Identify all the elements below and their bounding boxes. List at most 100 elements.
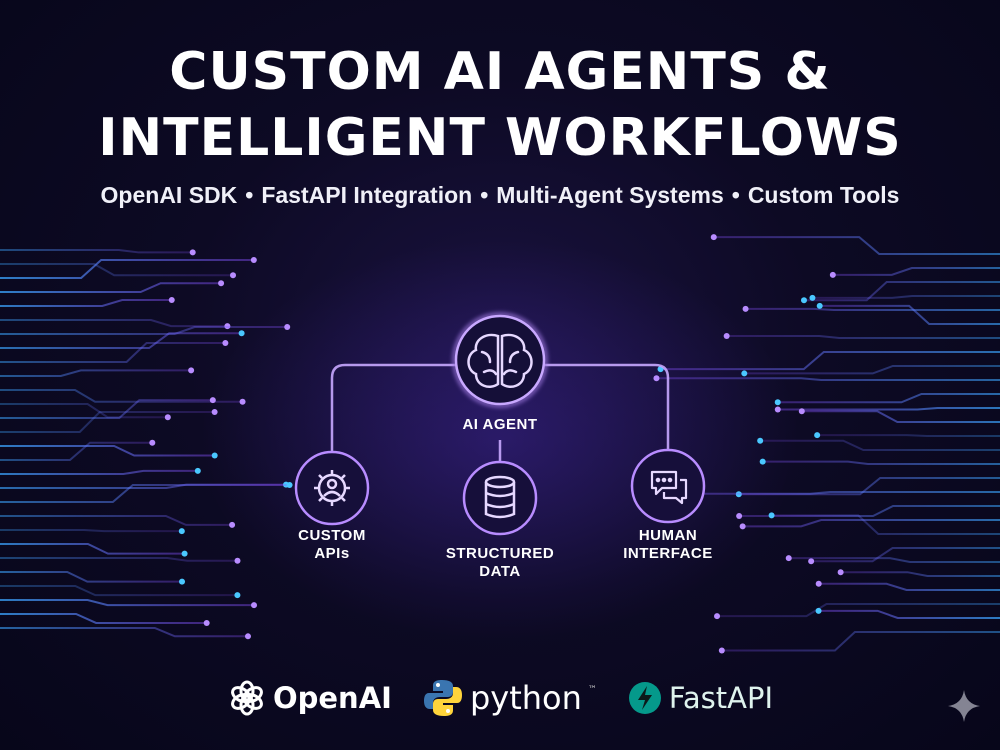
circuit-trace <box>818 582 1000 591</box>
circuit-node-dot <box>239 398 246 405</box>
fastapi-logo-icon <box>628 682 661 714</box>
circuit-trace <box>713 236 1000 255</box>
custom-apis-node <box>294 450 370 526</box>
circuit-trace <box>817 434 1000 437</box>
python-logo: python ™ <box>422 677 597 719</box>
circuit-trace <box>660 351 1000 371</box>
circuit-trace <box>0 369 192 377</box>
circuit-trace <box>777 407 1000 411</box>
circuit-trace <box>788 557 1000 563</box>
circuit-node-dot <box>808 558 815 565</box>
left-circuit-traces <box>0 249 293 640</box>
circuit-trace <box>742 519 1000 528</box>
circuit-node-dot <box>181 550 188 557</box>
subtitle-item-openai-sdk: OpenAI SDK <box>100 182 238 208</box>
circuit-node-dot <box>774 399 781 406</box>
structured-data-label-line-1: STRUCTURED <box>445 545 555 562</box>
circuit-node-dot <box>768 512 775 519</box>
circuit-trace <box>0 332 242 349</box>
circuit-node-dot <box>149 439 156 446</box>
structured-data-node <box>462 460 538 536</box>
python-trademark: ™ <box>587 685 597 695</box>
circuit-trace <box>0 613 207 624</box>
circuit-node-dot <box>218 280 225 287</box>
circuit-node-dot <box>211 409 218 416</box>
circuit-trace <box>0 389 243 403</box>
circuit-node-dot <box>798 408 805 415</box>
circuit-trace <box>0 441 153 461</box>
database-icon <box>484 475 516 519</box>
circuit-node-dot <box>837 569 844 576</box>
chat-bubbles-icon <box>650 470 688 505</box>
circuit-node-dot <box>814 432 821 439</box>
circuit-trace <box>818 609 1000 619</box>
fastapi-logo-text: FastAPI <box>668 681 774 715</box>
circuit-trace <box>803 281 1000 302</box>
diagram-connectors <box>330 363 670 462</box>
gear-icon <box>314 470 350 506</box>
circuit-trace <box>744 365 1000 375</box>
circuit-trace <box>0 571 183 583</box>
circuit-trace <box>0 403 168 419</box>
circuit-node-dot <box>178 528 185 535</box>
circuit-node-dot <box>759 458 766 465</box>
circuit-node-dot <box>809 294 816 301</box>
circuit-trace <box>0 411 215 433</box>
circuit-trace <box>771 514 1000 535</box>
circuit-trace <box>0 299 172 307</box>
ai-agent-node <box>452 312 548 408</box>
circuit-node-dot <box>286 482 293 489</box>
subtitle-item-fastapi: FastAPI Integration <box>261 182 473 208</box>
brain-icon <box>467 333 533 388</box>
structured-data-label: STRUCTURED DATA <box>420 545 580 581</box>
subtitle: OpenAI SDK • FastAPI Integration • Multi-Age… <box>0 182 1000 209</box>
subtitle-separator: • <box>480 182 489 208</box>
circuit-trace <box>0 543 185 555</box>
circuit-node-dot <box>757 437 764 444</box>
circuit-trace <box>819 304 1000 325</box>
circuit-node-dot <box>739 523 746 530</box>
circuit-node-dot <box>238 330 245 337</box>
circuit-node-dot <box>815 580 822 587</box>
circuit-trace <box>0 319 228 328</box>
circuit-trace <box>0 627 248 638</box>
subtitle-separator: • <box>245 182 254 208</box>
logo-row: OpenAI python ™ FastAPI <box>0 672 1000 724</box>
circuit-node-dot <box>222 339 229 346</box>
circuit-trace <box>0 585 238 597</box>
custom-apis-label: CUSTOM APIs <box>262 527 402 563</box>
circuit-trace <box>0 325 288 335</box>
circuit-trace <box>762 460 1000 465</box>
openai-logo-text: OpenAI <box>272 681 392 715</box>
circuit-trace <box>656 377 1000 381</box>
circuit-trace <box>811 547 1000 563</box>
circuit-node-dot <box>723 333 730 340</box>
subtitle-item-custom-tools: Custom Tools <box>747 182 900 208</box>
circuit-trace <box>832 267 1000 276</box>
circuit-node-dot <box>815 607 822 614</box>
ai-agent-label: AI AGENT <box>462 416 538 433</box>
circuit-node-dot <box>284 323 291 330</box>
circuit-node-dot <box>710 234 717 241</box>
circuit-trace <box>801 410 1000 423</box>
subtitle-separator: • <box>731 182 740 208</box>
circuit-node-dot <box>244 633 251 640</box>
circuit-node-dot <box>230 272 237 279</box>
circuit-trace <box>745 307 1000 311</box>
circuit-trace <box>0 557 238 562</box>
structured-data-label-line-2: DATA <box>479 563 521 580</box>
circuit-node-dot <box>653 375 660 382</box>
subtitle-item-multi-agent: Multi-Agent Systems <box>496 182 724 208</box>
circuit-node-dot <box>736 513 743 520</box>
circuit-trace <box>0 399 213 419</box>
circuit-trace <box>0 484 290 503</box>
circuit-node-dot <box>194 467 201 474</box>
circuit-trace <box>840 571 1000 577</box>
python-logo-icon <box>423 680 462 716</box>
circuit-node-dot <box>714 613 721 620</box>
circuit-trace <box>0 469 198 475</box>
circuit-trace <box>0 341 226 363</box>
circuit-node-dot <box>251 602 258 609</box>
circuit-trace <box>0 259 254 279</box>
